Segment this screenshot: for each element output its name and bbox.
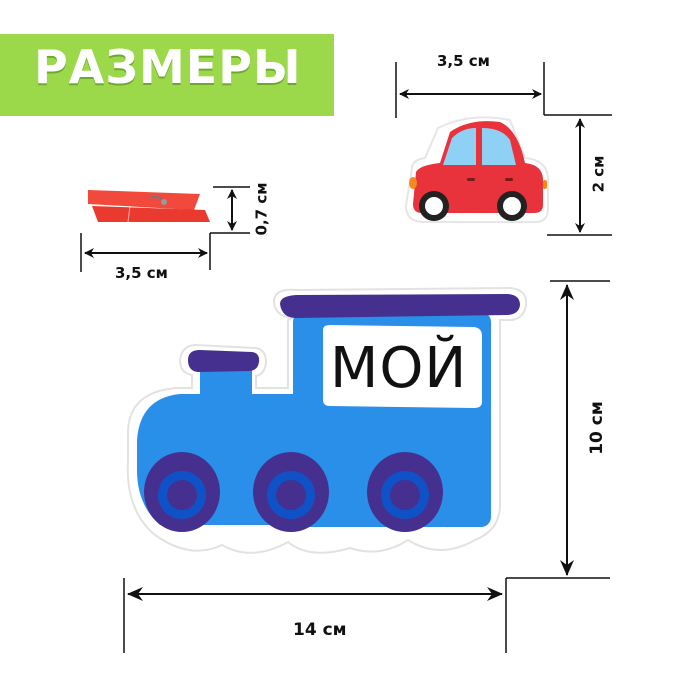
- train-sticker: [126, 286, 528, 554]
- train-wheels: [144, 452, 443, 532]
- clothespin-dimensions: [80, 186, 250, 272]
- train-dimensions: [123, 280, 610, 653]
- train-width-label: 14 см: [293, 620, 347, 640]
- clothespin-width-label: 3,5 см: [115, 264, 168, 282]
- title-banner: [0, 34, 334, 116]
- page-title: РАЗМЕРЫ: [34, 40, 302, 94]
- clothespin-height-label: 0,7 см: [252, 182, 271, 236]
- train-height-label: 10 см: [586, 401, 607, 455]
- car-sticker: [404, 116, 549, 223]
- train-window-text: МОЙ: [330, 336, 468, 401]
- car-height-label: 2 см: [589, 155, 608, 193]
- car-dimensions: [395, 62, 612, 236]
- clothespin: [88, 190, 210, 223]
- car-width-label: 3,5 см: [437, 52, 490, 70]
